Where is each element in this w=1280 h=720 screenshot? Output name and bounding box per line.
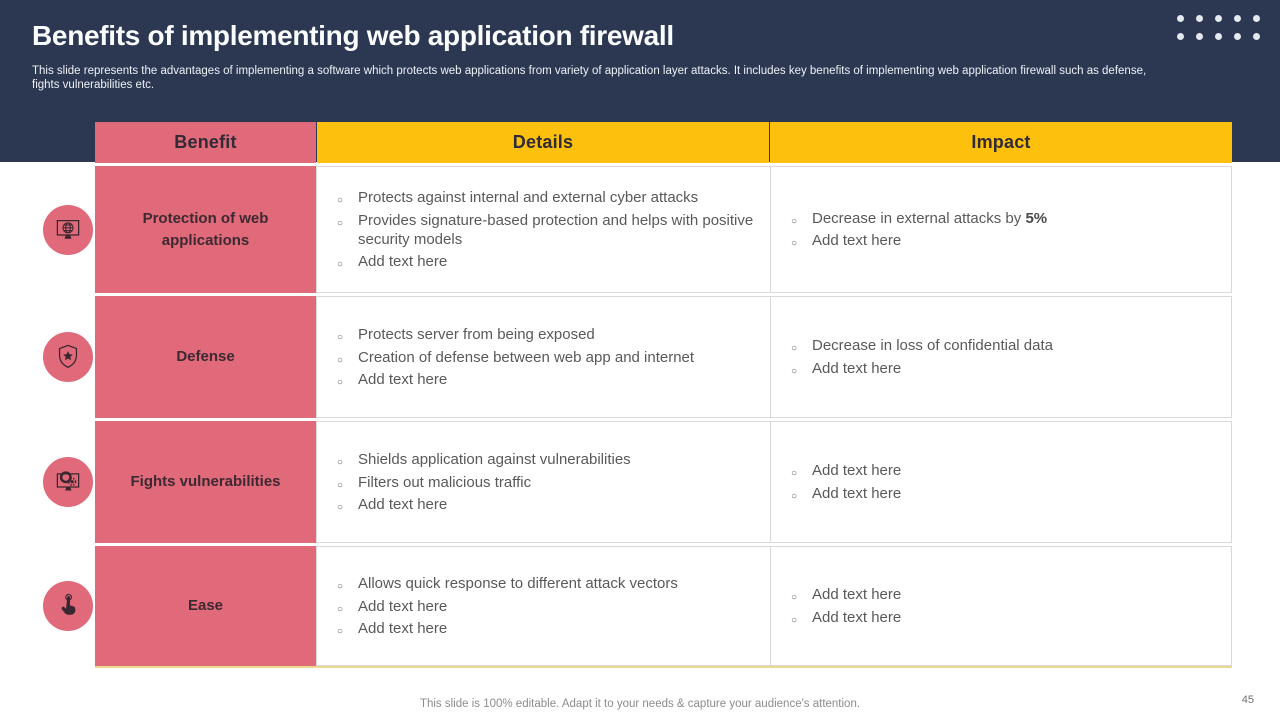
- bullet-item: Protects against internal and external c…: [331, 188, 758, 210]
- bullet-item: Add text here: [785, 585, 901, 607]
- details-bullet-list: Allows quick response to different attac…: [317, 571, 690, 642]
- impact-bullet-list: Add text here Add text here: [771, 458, 913, 507]
- dot: [1215, 15, 1222, 22]
- bullet-item: Protects server from being exposed: [331, 325, 694, 347]
- impact-bullet-list: Decrease in loss of confidential data Ad…: [771, 333, 1065, 382]
- bullet-item: Add text here: [785, 359, 1053, 381]
- bullet-item: Filters out malicious traffic: [331, 473, 631, 495]
- benefit-label: Protection of web applications: [142, 209, 269, 249]
- details-bullet-list: Protects against internal and external c…: [317, 185, 770, 275]
- column-header-details: Details: [317, 122, 769, 163]
- details-cell: Shields application against vulnerabilit…: [316, 421, 770, 543]
- bullet-item: Add text here: [785, 231, 1047, 253]
- column-header-impact: Impact: [770, 122, 1232, 163]
- bullet-item: Add text here: [331, 597, 678, 619]
- bullet-item: Add text here: [785, 461, 901, 483]
- bullet-item: Decrease in external attacks by 5%: [785, 209, 1047, 231]
- details-cell: Allows quick response to different attac…: [316, 546, 770, 666]
- bullet-item: Add text here: [331, 619, 678, 641]
- bullet-item: Add text here: [331, 252, 758, 274]
- page-title: Benefits of implementing web application…: [32, 20, 674, 51]
- bullet-item: Add text here: [785, 484, 901, 506]
- dot: [1253, 33, 1260, 40]
- impact-bullet-list: Decrease in external attacks by 5% Add t…: [771, 205, 1059, 254]
- dot: [1215, 33, 1222, 40]
- impact-cell: Add text here Add text here: [770, 421, 1232, 543]
- dot: [1177, 15, 1184, 22]
- dot: [1253, 15, 1260, 22]
- details-bullet-list: Shields application against vulnerabilit…: [317, 447, 643, 518]
- bullet-item: Decrease in loss of confidential data: [785, 336, 1053, 358]
- bullet-item: Add text here: [785, 608, 901, 630]
- details-cell: Protects server from being exposed Creat…: [316, 296, 770, 418]
- column-header-benefit: Benefit: [95, 122, 316, 163]
- bullet-item: Creation of defense between web app and …: [331, 348, 694, 370]
- table-bottom-border: [95, 666, 1232, 668]
- impact-cell: Add text here Add text here: [770, 546, 1232, 666]
- details-bullet-list: Protects server from being exposed Creat…: [317, 322, 706, 393]
- benefit-cell: Protection of web applications: [95, 166, 316, 293]
- footer-note: This slide is 100% editable. Adapt it to…: [419, 698, 861, 710]
- benefit-cell: Ease: [95, 546, 316, 666]
- monitor-globe-icon: [43, 204, 93, 255]
- dot: [1234, 15, 1241, 22]
- benefit-cell: Fights vulnerabilities: [95, 421, 316, 543]
- slide-subtitle: This slide represents the advantages of …: [32, 65, 1147, 91]
- benefit-cell: Defense: [95, 296, 316, 418]
- impact-cell: Decrease in external attacks by 5% Add t…: [770, 166, 1232, 293]
- table-row: Fights vulnerabilities Shields applicati…: [0, 421, 1280, 543]
- dot: [1196, 15, 1203, 22]
- details-cell: Protects against internal and external c…: [316, 166, 770, 293]
- table-row: Protection of web applications Protects …: [0, 166, 1280, 293]
- bullet-item: Allows quick response to different attac…: [331, 574, 678, 596]
- table-row: Defense Protects server from being expos…: [0, 296, 1280, 418]
- impact-bullet-list: Add text here Add text here: [771, 582, 913, 631]
- dot: [1177, 33, 1184, 40]
- benefit-label: Ease: [187, 597, 224, 614]
- benefit-label: Defense: [176, 348, 235, 365]
- bullet-item: Add text here: [331, 370, 694, 392]
- benefit-label: Fights vulnerabilities: [130, 473, 281, 490]
- dot: [1234, 33, 1241, 40]
- bullet-item: Shields application against vulnerabilit…: [331, 450, 631, 472]
- hand-click-icon: [43, 581, 93, 631]
- shield-star-icon: [43, 332, 93, 382]
- monitor-bug-gear-icon: [43, 457, 93, 507]
- bullet-item: Add text here: [331, 495, 631, 517]
- bullet-item: Provides signature-based protection and …: [331, 211, 758, 249]
- impact-cell: Decrease in loss of confidential data Ad…: [770, 296, 1232, 418]
- page-number: 45: [1241, 694, 1254, 706]
- dots-decoration: [1177, 15, 1260, 40]
- dot: [1196, 33, 1203, 40]
- table-row: Ease Allows quick response to different …: [0, 546, 1280, 666]
